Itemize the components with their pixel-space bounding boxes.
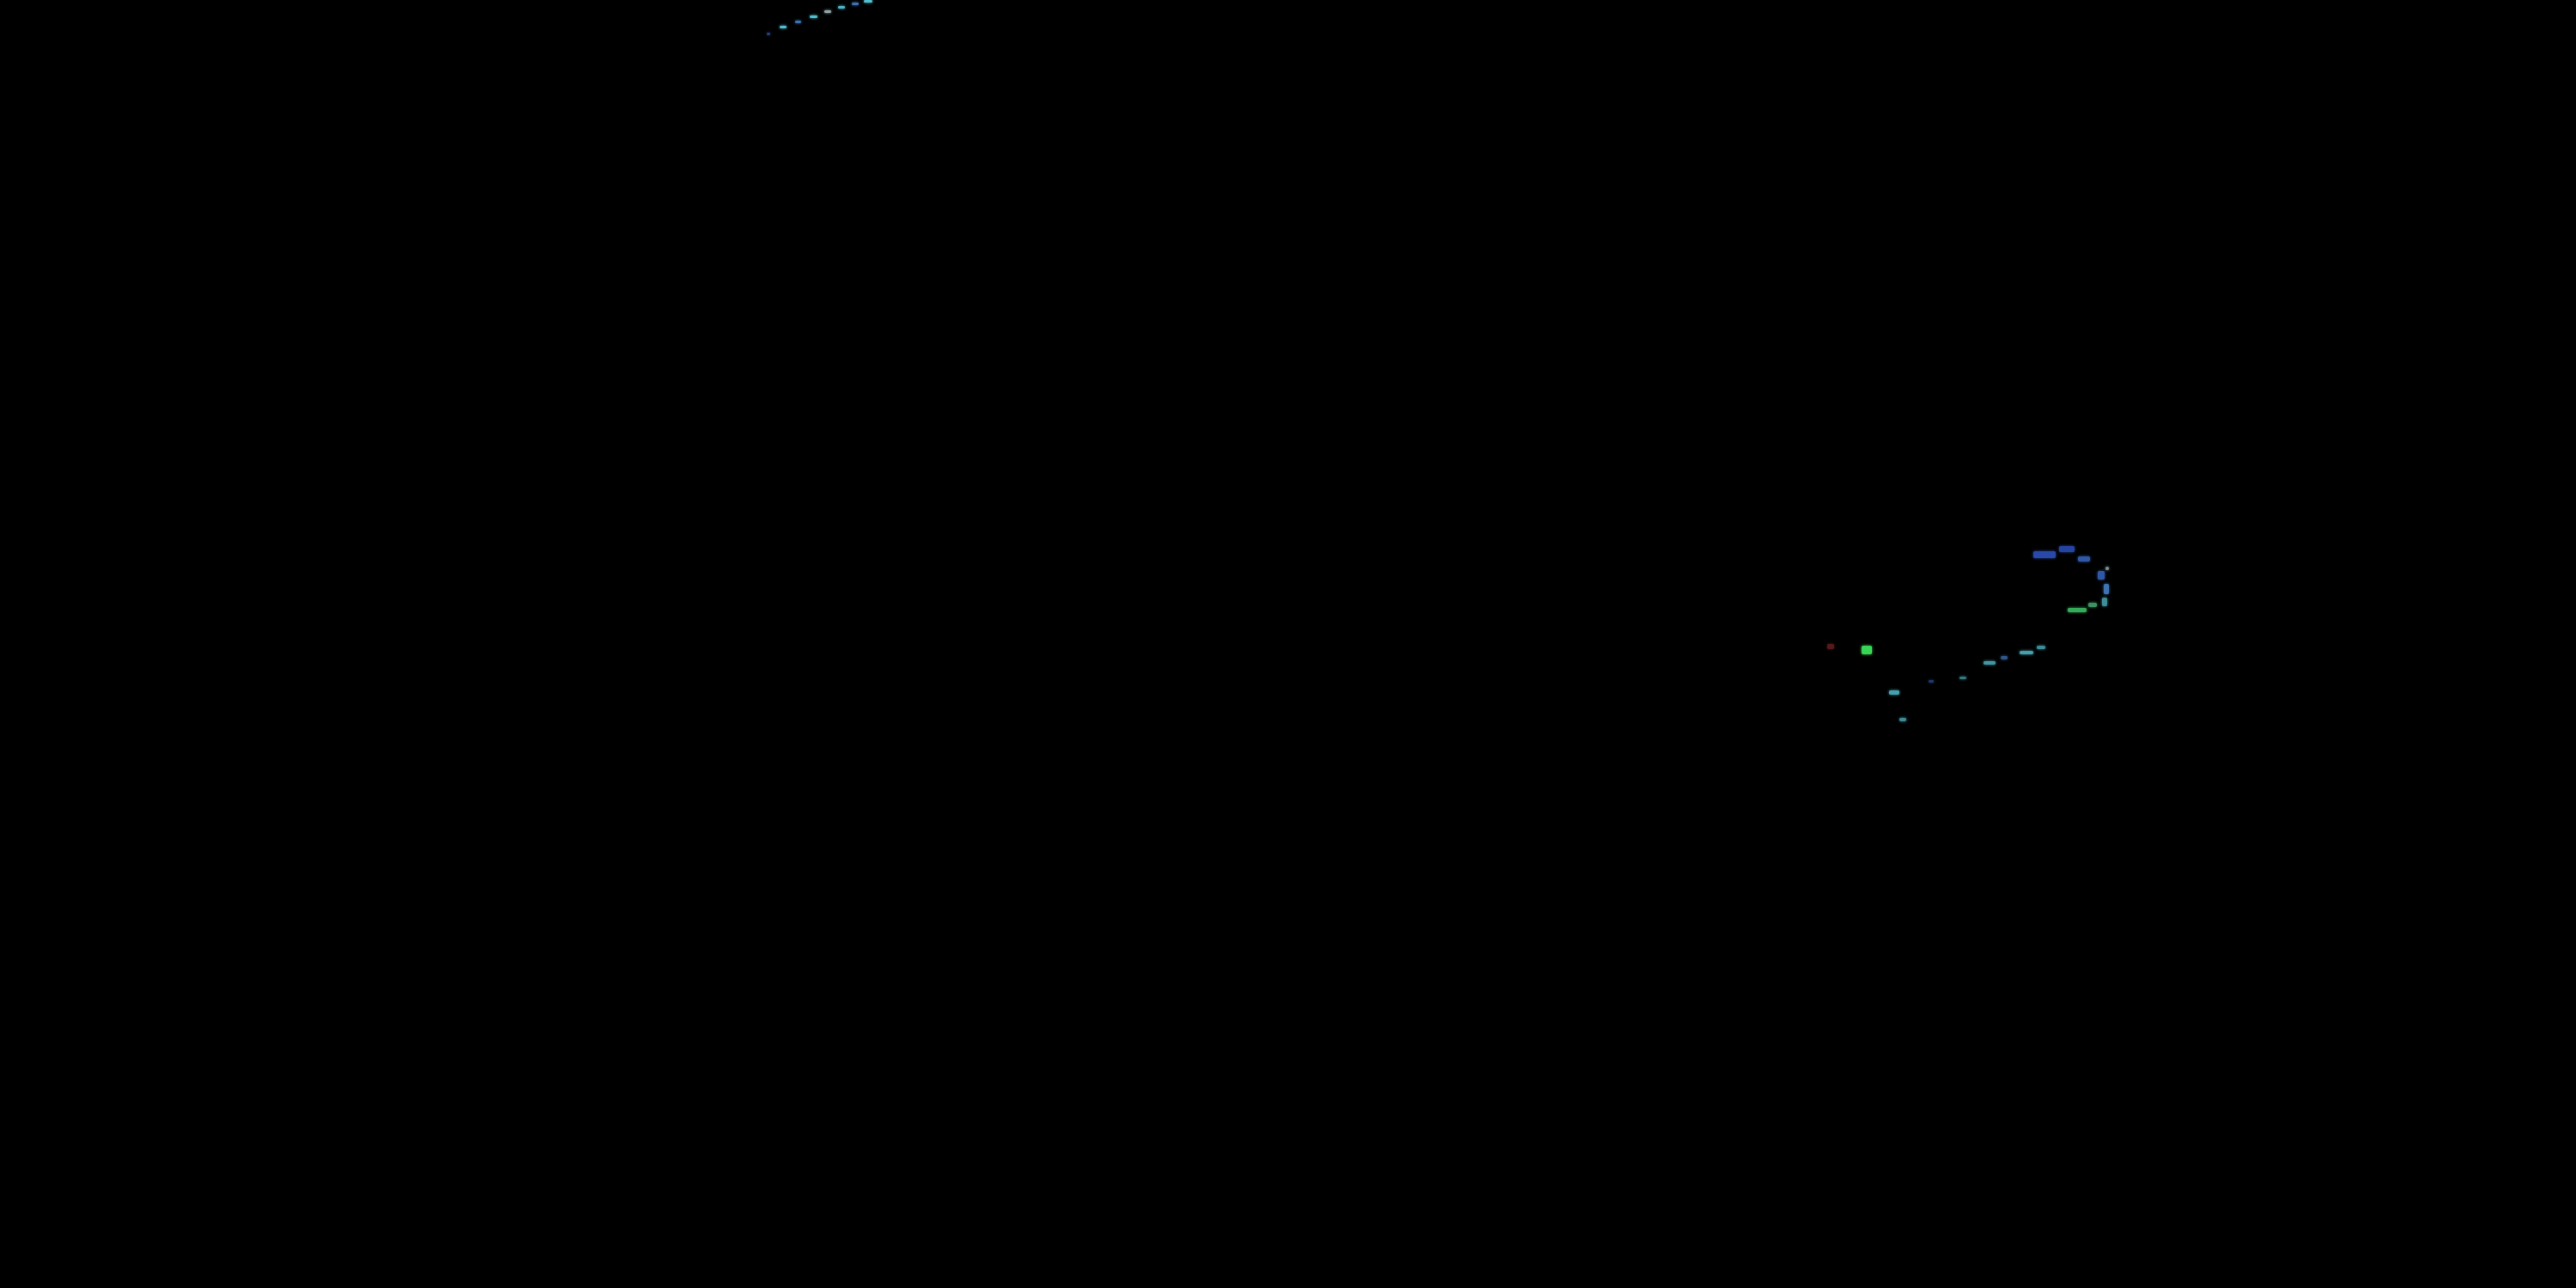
top-faint-glyph-trail-speckle	[780, 26, 787, 28]
mid-right-faint-speckles-speckle	[1929, 680, 1934, 683]
mid-right-faint-speckles-speckle	[2102, 598, 2107, 606]
mid-right-faint-speckles-speckle	[2088, 603, 2097, 607]
mid-right-faint-speckles-speckle	[1862, 646, 1872, 654]
mid-right-faint-speckles-speckle	[2037, 646, 2045, 649]
mid-right-faint-speckles-speckle	[2068, 608, 2087, 612]
mid-right-faint-speckles-speckle	[2001, 656, 2008, 659]
top-faint-glyph-trail-speckle	[795, 21, 801, 23]
mid-right-faint-speckles-speckle	[2078, 556, 2090, 562]
top-faint-glyph-trail-speckle	[838, 6, 845, 9]
mid-right-faint-speckles-speckle	[2098, 571, 2105, 580]
mid-right-faint-speckles-speckle	[1984, 661, 1996, 665]
mid-right-faint-speckles-speckle	[2104, 584, 2109, 594]
top-faint-glyph-trail-speckle	[824, 10, 831, 13]
top-faint-glyph-trail-speckle	[767, 33, 770, 35]
top-faint-glyph-trail-speckle	[864, 0, 872, 3]
mid-right-faint-speckles-speckle	[2059, 546, 2075, 552]
mid-right-faint-speckles-speckle	[2020, 651, 2033, 654]
top-faint-glyph-trail-speckle	[810, 15, 817, 18]
mid-right-faint-speckles-speckle	[1889, 690, 1899, 695]
mid-right-faint-speckles-speckle	[1959, 677, 1966, 679]
mid-right-faint-speckles-speckle	[1827, 644, 1834, 649]
mid-right-faint-speckles-speckle	[2105, 567, 2109, 570]
mid-right-faint-speckles-speckle	[2033, 551, 2056, 558]
top-faint-glyph-trail-speckle	[852, 3, 859, 5]
mid-right-faint-speckles-speckle	[1899, 718, 1906, 721]
